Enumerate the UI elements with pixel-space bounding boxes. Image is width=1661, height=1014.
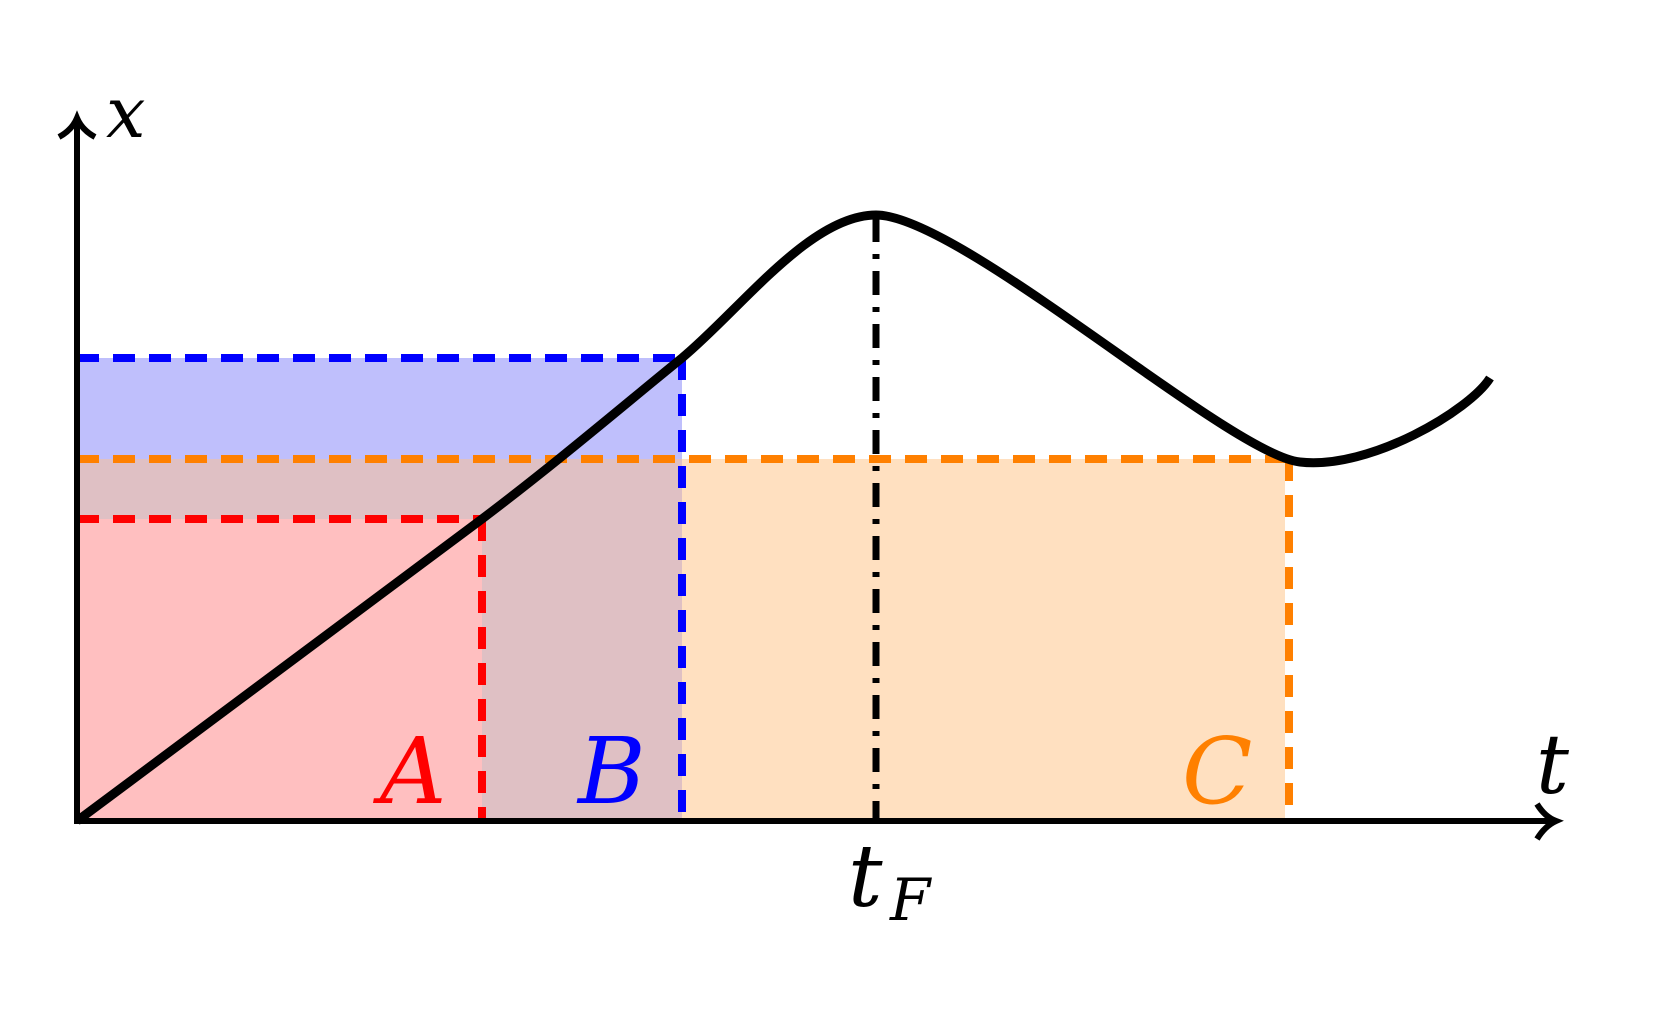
region-boundaries: [77, 354, 1293, 821]
tick-label-tf: t F: [848, 827, 932, 934]
y-axis-label: x: [106, 72, 145, 154]
region-c-label: C: [1182, 718, 1252, 825]
x-axis-label: t: [1536, 718, 1570, 813]
tick-label-main: t: [848, 827, 883, 927]
axes: [57, 110, 1564, 841]
region-a-label: A: [372, 718, 446, 825]
region-overlap-fill: [77, 459, 682, 519]
tick-label-subscript: F: [889, 866, 932, 934]
trajectory-curve: [74, 210, 1494, 825]
x-axis-arrowhead: [1534, 802, 1564, 841]
region-overlap-lower-fill: [482, 519, 682, 821]
region-b-label: B: [576, 718, 646, 825]
region-fills: [77, 358, 1285, 821]
y-axis-arrowhead: [57, 110, 97, 140]
region-c-fill: [682, 459, 1285, 821]
region-b-upper-fill: [77, 358, 682, 459]
